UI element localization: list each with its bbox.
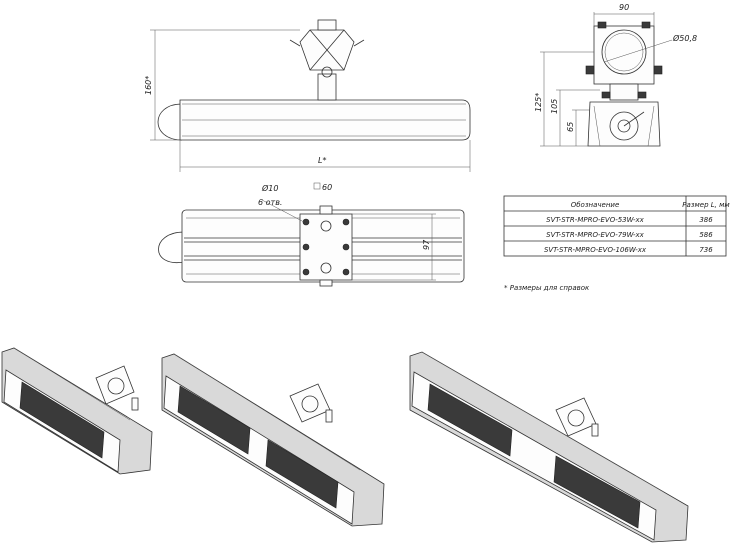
table-row-size: 736 <box>699 246 713 254</box>
side-h3-label: 65 <box>566 122 575 132</box>
top-view: Ø10 6 отв. 60 97 <box>158 182 465 287</box>
table-header-name: Обозначение <box>571 201 620 209</box>
front-view: 160* L* <box>144 19 471 172</box>
table-row-size: 386 <box>699 216 713 224</box>
front-cable <box>157 103 183 141</box>
lamp-3d-medium <box>161 353 385 527</box>
lamp-3d-large <box>409 351 689 543</box>
top-square-label: 60 <box>322 183 332 192</box>
side-bracket <box>593 25 655 85</box>
table-row-name: SVT-STR-MPRO-EVO-106W-xx <box>544 246 647 254</box>
lamp-3d-small <box>1 347 153 475</box>
side-pipe-circle <box>601 29 647 75</box>
top-cable <box>158 231 185 264</box>
side-width-label: 90 <box>619 3 629 12</box>
top-hole-label: Ø10 <box>261 183 278 193</box>
side-h2-label: 105 <box>550 99 559 114</box>
front-stem <box>317 73 337 101</box>
front-length-label: L* <box>318 156 326 165</box>
size-table: Обозначение Размер L, мм SVT-STR-MPRO-EV… <box>503 195 730 257</box>
side-view: 90 Ø50,8 125* 105 65 <box>534 3 697 147</box>
table-header-size: Размер L, мм <box>682 201 730 209</box>
side-h1-label: 125* <box>534 93 543 112</box>
side-diameter-label: Ø50,8 <box>672 33 697 43</box>
table-row-name: SVT-STR-MPRO-EVO-53W-xx <box>546 216 645 224</box>
square-symbol <box>313 182 321 190</box>
table-row-size: 586 <box>699 231 713 239</box>
top-width-label: 97 <box>422 239 431 250</box>
footnote: * Размеры для справок <box>504 284 590 292</box>
front-height-label: 160* <box>144 76 153 95</box>
table-row-name: SVT-STR-MPRO-EVO-79W-xx <box>546 231 645 239</box>
top-hole-count-label: 6 отв. <box>258 198 282 207</box>
